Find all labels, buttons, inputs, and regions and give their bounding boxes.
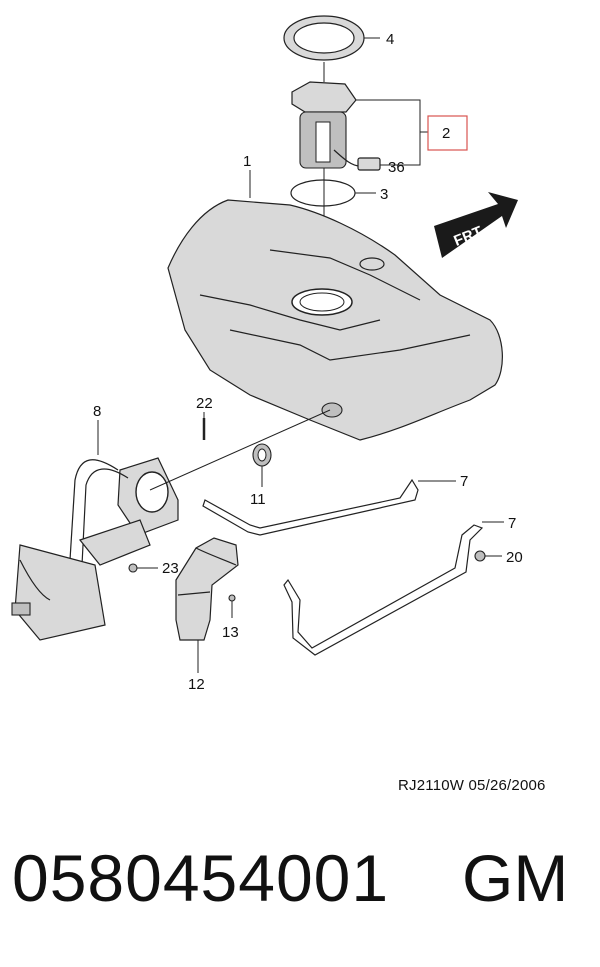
callout-2: 2	[442, 125, 450, 142]
front-direction-arrow: FRT	[434, 192, 518, 258]
highlight-box	[427, 115, 468, 151]
callout-22: 22	[196, 395, 213, 412]
callout-20: 20	[506, 549, 523, 566]
callout-7-lower: 7	[508, 515, 516, 532]
callout-3: 3	[380, 186, 388, 203]
callout-8: 8	[93, 403, 101, 420]
filler-neck-part-8	[11, 409, 331, 641]
strap-upper-part-7	[202, 478, 456, 536]
strap-lower-part-7	[283, 521, 504, 656]
bolt-part-20	[474, 550, 502, 562]
callout-13: 13	[222, 624, 239, 641]
clamp-part-11	[252, 443, 272, 487]
callout-7-upper: 7	[460, 473, 468, 490]
callout-1: 1	[243, 153, 251, 170]
callout-23: 23	[162, 560, 179, 577]
callout-4: 4	[386, 31, 394, 48]
heat-shield-part-12	[175, 537, 239, 673]
callout-11: 11	[250, 491, 266, 508]
drawing-code: RJ2110W 05/26/2006	[398, 777, 546, 794]
fuel-pump-module-part-2	[291, 62, 381, 171]
locking-ring-part-4	[283, 15, 380, 61]
leader-bracket-2	[356, 99, 421, 166]
brand-name: GM	[462, 841, 569, 915]
callout-36: 36	[388, 159, 405, 176]
callout-12: 12	[188, 676, 205, 693]
bolt-part-23	[128, 563, 158, 573]
part-number: 0580454001	[12, 841, 390, 915]
fuel-tank-part-1	[167, 170, 503, 441]
gasket-part-3	[290, 179, 376, 207]
screw-part-13	[228, 594, 236, 618]
